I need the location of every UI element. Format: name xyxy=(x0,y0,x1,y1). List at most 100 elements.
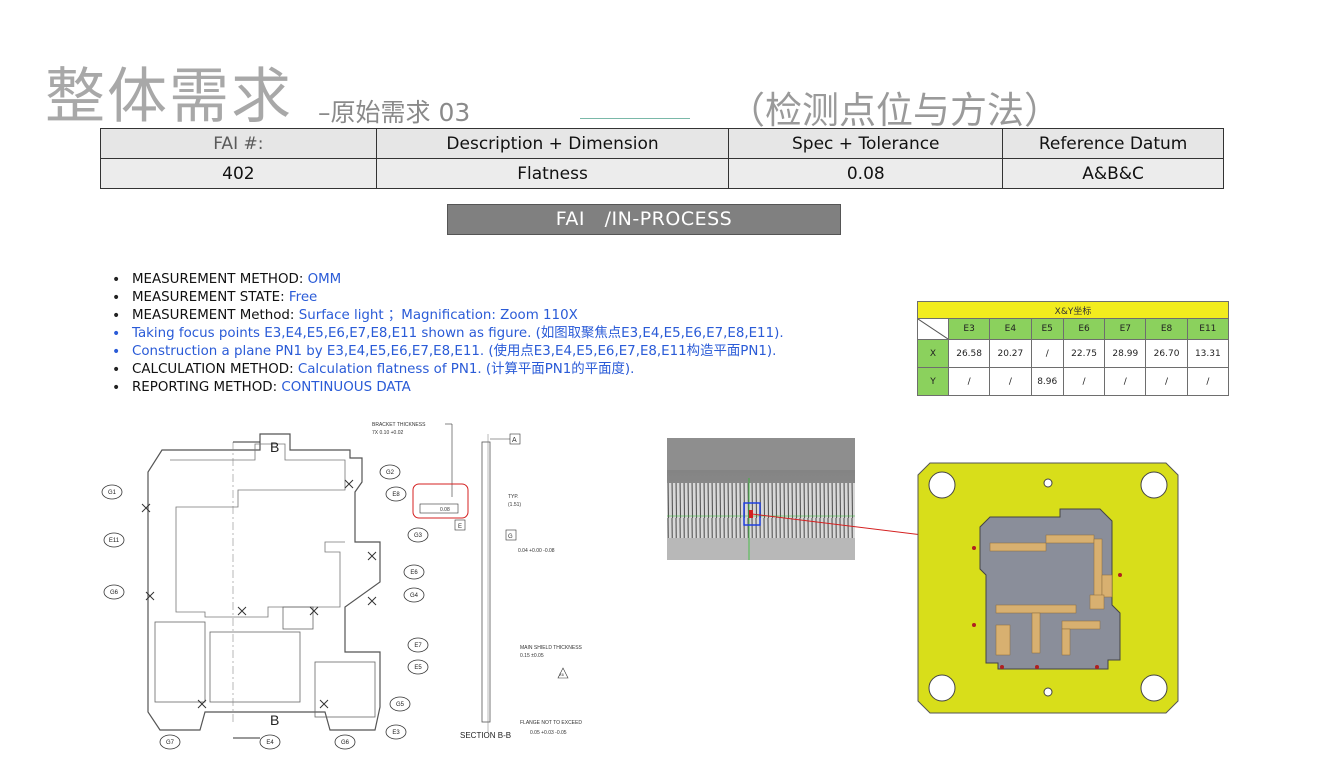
datum-label: G xyxy=(508,534,513,540)
bubble-text: G6 xyxy=(110,590,119,596)
fai-table-header-row: FAI #: Description + Dimension Spec + To… xyxy=(100,128,1224,159)
xy-cell: / xyxy=(989,367,1032,396)
bubble-text: G4 xyxy=(410,593,419,599)
triangle-icon xyxy=(557,667,569,679)
bullet-value: OMM xyxy=(307,272,342,287)
measurement-crosses xyxy=(141,479,377,709)
fixture-hole xyxy=(1140,471,1168,499)
microscope-image xyxy=(667,438,855,560)
xy-cell: 26.70 xyxy=(1145,339,1188,368)
bubble-text: E8 xyxy=(392,492,400,498)
list-item: •Taking focus points E3,E4,E5,E6,E7,E8,E… xyxy=(112,325,784,343)
engineering-drawing: B B G1 E11 G6 G7 E4 G6 E3 G5 E5 E7 G4 E6… xyxy=(101,422,583,750)
part-features xyxy=(989,534,1113,656)
list-item: •MEASUREMENT STATE: Free xyxy=(112,289,784,307)
bubble-text: G5 xyxy=(396,702,405,708)
xy-table-title: X&Y坐标 xyxy=(917,301,1229,319)
bullet-label: MEASUREMENT STATE: xyxy=(132,290,289,305)
bullet-label: MEASUREMENT Method: xyxy=(132,308,299,323)
fixture-hole xyxy=(1043,478,1053,488)
page-title: 整体需求 xyxy=(45,62,293,132)
bubble-text: G6 xyxy=(341,740,350,746)
flatness-value: 0.08 xyxy=(440,507,450,513)
xy-cell: 28.99 xyxy=(1104,339,1147,368)
fai-header-cell: Reference Datum xyxy=(1002,128,1224,159)
fai-cell: Flatness xyxy=(375,158,730,189)
annotation-text: 0.15 ±0.05 xyxy=(520,653,544,659)
title-underline xyxy=(580,118,690,119)
diagonal-line-icon xyxy=(918,319,948,339)
annotation-text: 0.04 +0.00 -0.08 xyxy=(518,548,555,554)
fai-cell: 402 xyxy=(100,158,377,189)
bullet-value: Surface light ；Magnification: Zoom 110X xyxy=(298,308,578,323)
xy-table-row: X 26.58 20.27 / 22.75 28.99 26.70 13.31 xyxy=(917,339,1230,368)
fixture-hole xyxy=(1043,687,1053,697)
bullet-icon: • xyxy=(112,380,121,396)
red-markers xyxy=(972,546,1122,669)
annotation-text: FLANGE NOT TO EXCEED xyxy=(520,720,582,726)
bubble-text: G1 xyxy=(108,490,117,496)
bullet-text: Construction a plane PN1 by E3,E4,E5,E6,… xyxy=(132,344,777,359)
datum-label: A xyxy=(512,437,517,444)
xy-header-cell: E3 xyxy=(947,318,991,340)
fixture-hole xyxy=(1140,674,1168,702)
bullet-value: Free xyxy=(288,290,318,305)
annotation-text: MAIN SHIELD THICKNESS xyxy=(520,645,583,651)
xy-corner-cell xyxy=(917,318,949,340)
xy-header-cell: E8 xyxy=(1145,318,1188,340)
xy-cell: / xyxy=(1145,367,1188,396)
fai-header-cell: FAI #: xyxy=(100,128,377,159)
bubble-text: G3 xyxy=(414,533,423,539)
xy-cell: / xyxy=(1030,339,1064,368)
xy-coordinate-table: X&Y坐标 E3 E4 E5 E6 E7 E8 E11 X 26.58 20.2… xyxy=(917,301,1230,396)
list-item: •REPORTING METHOD: CONTINUOUS DATA xyxy=(112,379,784,397)
xy-row-label: X xyxy=(917,339,949,368)
bullet-label: MEASUREMENT METHOD: xyxy=(132,272,308,287)
xy-header-cell: E4 xyxy=(989,318,1032,340)
annotation-text: X6 xyxy=(559,672,565,677)
callout-bubbles: G1 E11 G6 G7 E4 G6 E3 G5 E5 E7 G4 E6 G3 … xyxy=(101,464,429,750)
inprocess-banner: FAI /IN-PROCESS xyxy=(447,204,841,235)
xy-row-label: Y xyxy=(917,367,949,396)
xy-table-row: Y / / 8.96 / / / / xyxy=(917,367,1230,396)
drawing-cutout xyxy=(209,631,301,703)
xy-cell: / xyxy=(1186,367,1230,396)
section-label: B xyxy=(270,439,279,455)
bullet-label: CALCULATION METHOD: xyxy=(132,362,298,377)
fai-table-row: 402 Flatness 0.08 A&B&C xyxy=(100,158,1224,189)
xy-header-cell: E7 xyxy=(1104,318,1147,340)
fai-header-cell: Spec + Tolerance xyxy=(728,128,1004,159)
bullet-icon: • xyxy=(112,362,121,378)
bullet-value: Calculation flatness of PN1. (计算平面PN1的平面… xyxy=(297,362,635,377)
annotation-text: (1.51) xyxy=(508,502,521,508)
annotation-text: 7X 0.10 +0.02 xyxy=(372,430,403,436)
fixture-hole xyxy=(928,674,956,702)
xy-cell: 8.96 xyxy=(1030,367,1064,396)
bubble-text: E6 xyxy=(410,570,418,576)
drawing-cutout xyxy=(314,661,376,718)
xy-cell: / xyxy=(1062,367,1106,396)
bullet-text: Taking focus points E3,E4,E5,E6,E7,E8,E1… xyxy=(132,326,784,341)
bullet-value: CONTINUOUS DATA xyxy=(281,380,411,395)
page-subtitle: –原始需求 03 xyxy=(318,98,471,127)
focus-marker xyxy=(749,510,753,518)
xy-header-cell: E6 xyxy=(1062,318,1106,340)
fixture-hole xyxy=(928,471,956,499)
cad-model-view xyxy=(917,462,1179,714)
fai-table: FAI #: Description + Dimension Spec + To… xyxy=(100,128,1224,189)
bullet-icon: • xyxy=(112,344,121,360)
section-label: B xyxy=(270,712,279,728)
drawing-cutout xyxy=(154,621,206,703)
focus-box xyxy=(743,502,761,526)
list-item: • CALCULATION METHOD: Calculation flatnes… xyxy=(112,361,784,379)
bullet-icon: • xyxy=(112,272,121,288)
annotation-text: TYP. xyxy=(508,494,518,500)
bubble-text: E7 xyxy=(414,643,422,649)
xy-cell: 22.75 xyxy=(1062,339,1106,368)
bubble-text: E5 xyxy=(414,665,422,671)
bubble-text: E3 xyxy=(392,730,400,736)
annotation-text: 0.05 +0.03 -0.05 xyxy=(530,730,567,736)
flatness-callout-box xyxy=(412,483,469,519)
fai-header-cell: Description + Dimension xyxy=(375,128,730,159)
bubble-text: G7 xyxy=(166,740,175,746)
